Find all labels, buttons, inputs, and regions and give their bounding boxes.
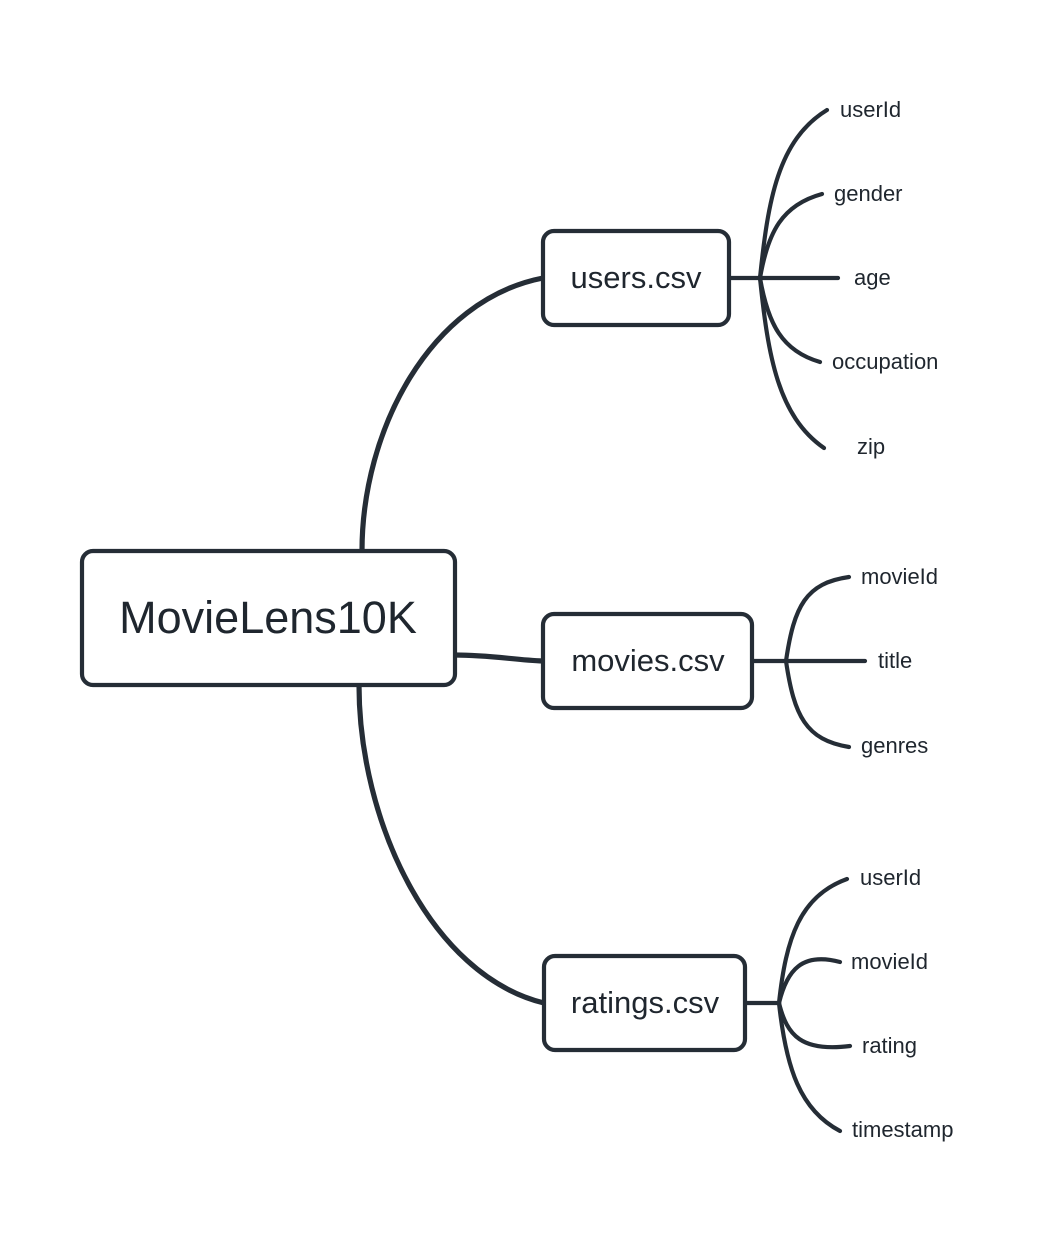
branch-node-ratings-box <box>541 953 748 1053</box>
edge-ratings-to-userId <box>776 876 850 1006</box>
branch-node-movies[interactable]: movies.csv <box>540 611 755 711</box>
root-node-box <box>79 548 458 688</box>
leaf-label-ratings-movieid: movieId <box>851 949 928 974</box>
leaf-label-ratings-userid: userId <box>860 865 921 890</box>
edge-ratings-to-movieId <box>776 957 843 1006</box>
leaf-label-users-zip: zip <box>857 434 885 459</box>
branch-node-users-box <box>540 228 732 328</box>
leaf-label-ratings-timestamp: timestamp <box>852 1117 953 1142</box>
edge-root-to-ratings <box>356 682 547 1006</box>
edge-users-to-gender <box>757 191 825 281</box>
leaf-label-movies-movieid: movieId <box>861 564 938 589</box>
branch-node-users[interactable]: users.csv <box>540 228 732 328</box>
leaf-label-users-userid: userId <box>840 97 901 122</box>
edge-root-to-users <box>359 275 546 554</box>
edge-movies-to-movieId <box>783 574 852 664</box>
leaf-label-users-gender: gender <box>834 181 903 206</box>
edge-users-to-userId <box>757 107 830 281</box>
branch-node-movies-box <box>540 611 755 711</box>
root-node-label: MovieLens10K <box>119 592 417 643</box>
branch-node-ratings-label: ratings.csv <box>571 985 720 1020</box>
edge-ratings-to-timestamp <box>776 1000 843 1134</box>
branch-node-ratings[interactable]: ratings.csv <box>541 953 748 1053</box>
edge-users-to-zip <box>757 275 827 451</box>
root-node[interactable]: MovieLens10K <box>79 548 458 688</box>
edge-movies-to-genres <box>783 658 852 750</box>
edge-root-to-movies <box>452 652 546 664</box>
leaf-label-users-age: age <box>854 265 891 290</box>
branch-node-movies-label: movies.csv <box>571 643 725 678</box>
leaf-label-movies-genres: genres <box>861 733 928 758</box>
leaf-label-movies-title: title <box>878 648 912 673</box>
branch-node-users-label: users.csv <box>571 260 702 295</box>
leaf-label-users-occupation: occupation <box>832 349 938 374</box>
leaf-label-ratings-rating: rating <box>862 1033 917 1058</box>
edge-ratings-to-rating <box>776 1000 853 1050</box>
